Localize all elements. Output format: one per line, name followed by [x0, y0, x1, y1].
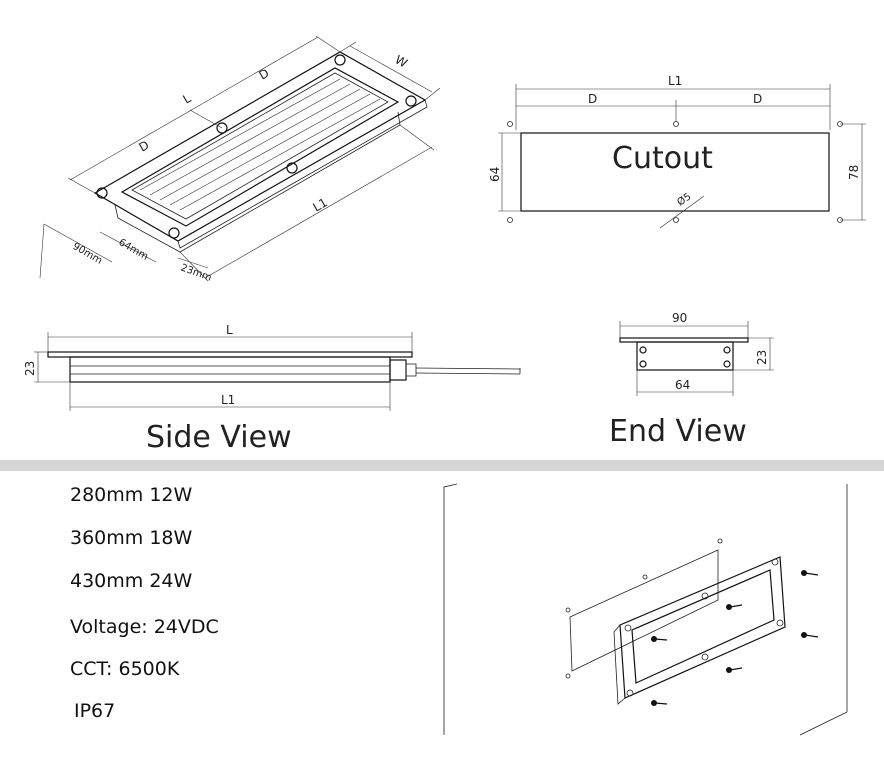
screw-icon: [651, 636, 668, 642]
end-dim-23: 23: [755, 350, 769, 365]
lamp-inner: [631, 569, 775, 684]
side-dim-L: L: [226, 323, 233, 337]
cutout-dim-D-left: D: [588, 92, 597, 106]
screw-icon: [651, 700, 668, 706]
iso-plate-edge: [177, 99, 428, 249]
iso-screw-hole: [405, 95, 417, 107]
iso-dim-90: 90mm: [71, 241, 104, 267]
side-view-title: Side View: [146, 420, 292, 455]
iso-dim-D-left: D: [137, 138, 152, 155]
end-screw: [723, 360, 731, 368]
spec-430mm: 430mm 24W: [70, 570, 193, 592]
spec-ip: IP67: [74, 700, 116, 722]
section-divider: [0, 460, 884, 471]
cutout-dim-L1: L1: [668, 74, 682, 88]
end-view-title: End View: [609, 414, 747, 449]
cutout-view: Cutout L1 D D 64 78 Ø5: [488, 74, 866, 229]
iso-dim-W: W: [393, 52, 410, 70]
iso-dim-D-top: D: [257, 66, 272, 83]
cutout-dim-64: 64: [488, 167, 502, 182]
end-dim-90: 90: [672, 311, 687, 325]
installation-illustration: [443, 483, 848, 736]
side-cable-gland: [389, 359, 407, 381]
iso-screw-hole: [168, 227, 180, 239]
side-body: [69, 356, 391, 383]
wall-panel: [443, 483, 458, 735]
isometric-view: L D D W L1 90mm 64mm 23mm: [39, 35, 441, 284]
cutout-hole: [673, 217, 679, 223]
end-screw: [723, 346, 731, 354]
cutout-hole: [837, 121, 843, 127]
screw-icon: [726, 604, 743, 610]
iso-screw-hole: [216, 122, 228, 134]
iso-body: [114, 111, 401, 253]
iso-dim-L: L: [181, 91, 194, 107]
iso-screw-hole: [286, 162, 298, 174]
side-dim-23: 23: [23, 361, 37, 376]
side-view: L 23 L1 Side View: [23, 323, 521, 455]
spec-cct: CCT: 6500K: [70, 658, 180, 680]
end-body: [636, 341, 734, 371]
cutout-hole: [837, 217, 843, 223]
spec-voltage: Voltage: 24VDC: [70, 616, 219, 638]
lamp-frame: [619, 556, 786, 699]
cutout-hole: [673, 121, 679, 127]
side-cable: [415, 367, 521, 370]
spec-280mm: 280mm 12W: [70, 484, 193, 506]
end-flange: [619, 337, 749, 343]
end-view: 90 23 64 End View: [609, 311, 774, 449]
iso-lens: [131, 72, 389, 220]
screw-icon: [726, 667, 743, 673]
cutout-dim-D-right: D: [753, 92, 762, 106]
cutout-sheet: [569, 549, 719, 672]
end-screw: [639, 346, 647, 354]
spec-360mm: 360mm 18W: [70, 527, 193, 549]
cutout-dim-78: 78: [847, 165, 861, 180]
iso-inner-frame: [120, 67, 400, 227]
cutout-title: Cutout: [612, 141, 713, 176]
side-flange: [47, 351, 413, 358]
end-screw: [639, 360, 647, 368]
iso-screw-hole: [334, 54, 346, 66]
iso-screw-hole: [96, 187, 108, 199]
cutout-hole: [507, 217, 513, 223]
cutout-hole: [507, 121, 513, 127]
iso-dim-L1: L1: [311, 195, 330, 214]
side-dim-L1: L1: [221, 393, 235, 407]
end-dim-64: 64: [675, 378, 690, 392]
screw-icon: [801, 632, 819, 638]
iso-dim-64: 64mm: [117, 237, 150, 263]
iso-dim-23: 23mm: [179, 262, 213, 283]
screw-icon: [801, 570, 819, 576]
cutout-rectangle: [520, 132, 830, 212]
